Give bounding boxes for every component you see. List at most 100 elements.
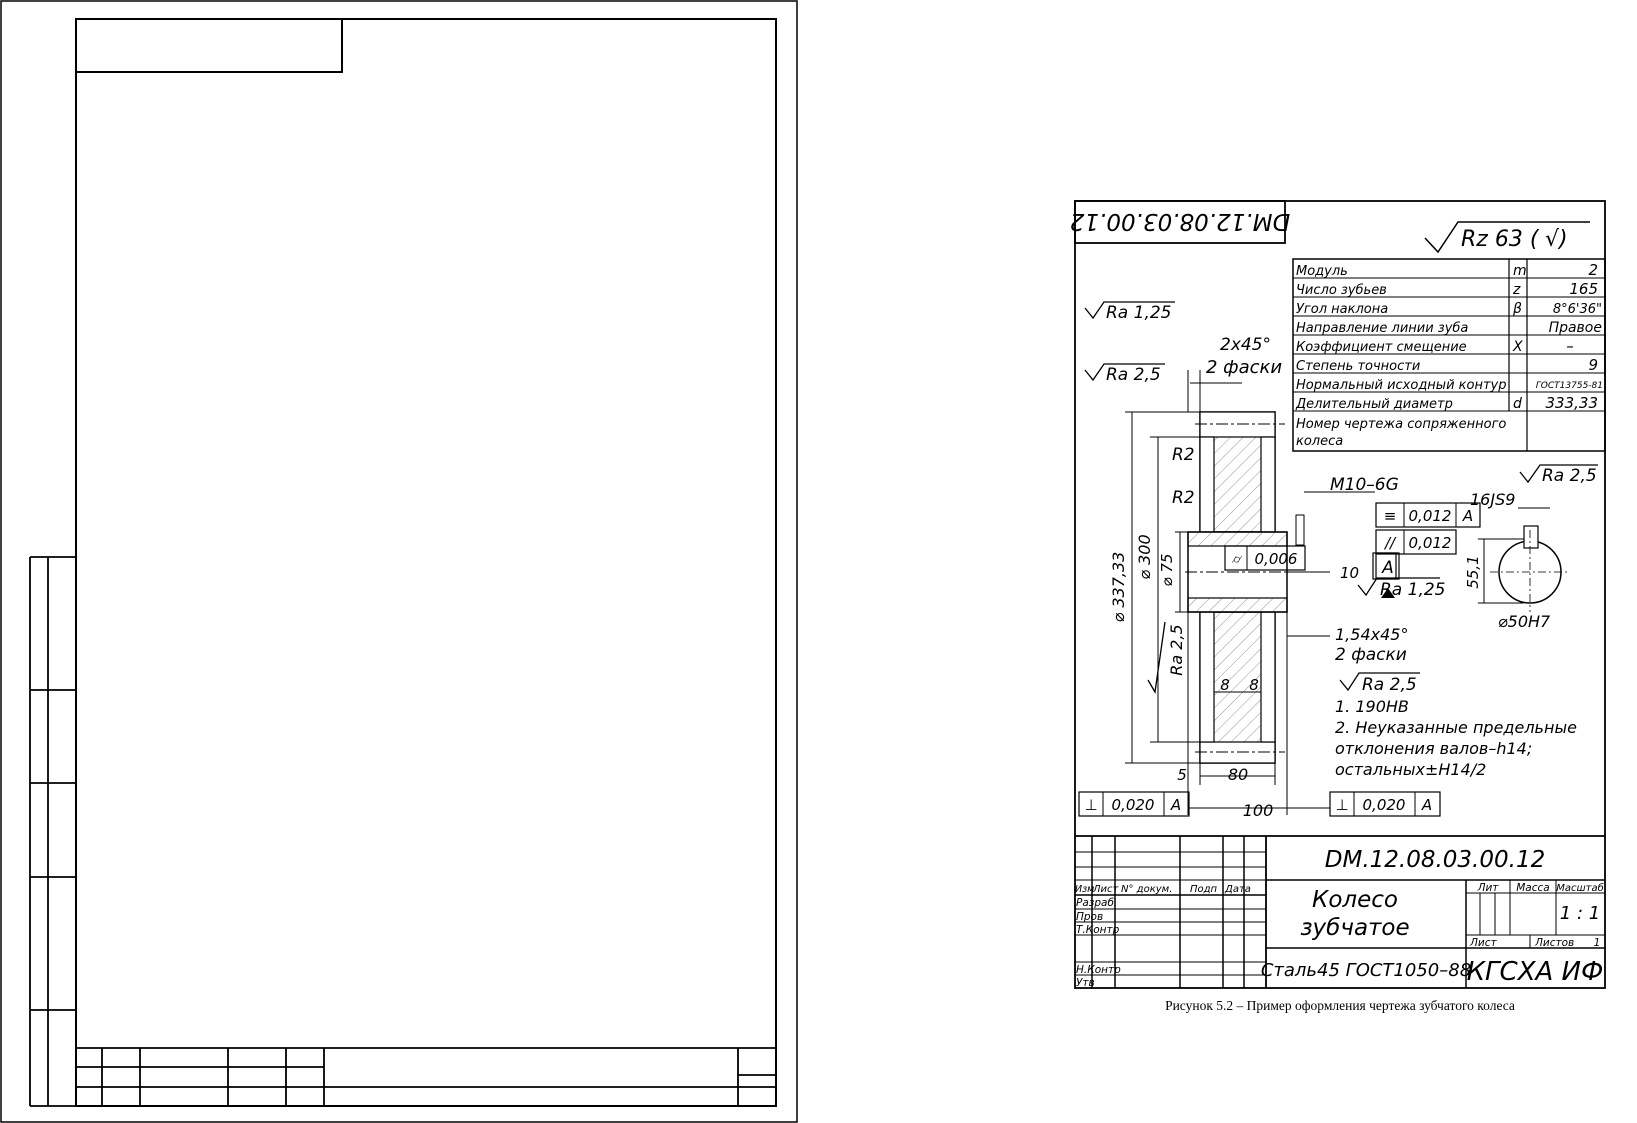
svg-text:z: z (1512, 282, 1521, 298)
svg-text:Степень точности: Степень точности (1296, 359, 1420, 374)
svg-text:333,33: 333,33 (1546, 394, 1599, 412)
svg-text:Коэффициент смещение: Коэффициент смещение (1296, 340, 1467, 355)
svg-text:β: β (1512, 301, 1522, 317)
perp-left-value: 0,020 (1112, 796, 1155, 814)
perp-left-datum: A (1170, 796, 1181, 814)
svg-text:Правое: Правое (1549, 320, 1602, 336)
dim-diameter-300: ⌀ 300 (1135, 534, 1154, 579)
ra-125-mid: Ra 1,25 (1380, 580, 1446, 600)
title-block: Изм Лист N° докум. Подп Дата Разраб Пров… (1075, 835, 1605, 989)
keyway-tolerance: 16JS9 (1470, 490, 1515, 509)
ra-125-top: Ra 1,25 (1106, 303, 1172, 323)
svg-text:Модуль: Модуль (1296, 264, 1348, 279)
stamp-scale-label: Масштаб (1556, 882, 1604, 894)
dim-8-a: 8 (1220, 676, 1230, 694)
gear-section (1185, 411, 1305, 764)
svg-text:Угол наклона: Угол наклона (1296, 302, 1388, 317)
chamfer-2: 1,54x45° (1335, 625, 1408, 644)
svg-text:2: 2 (1588, 261, 1598, 279)
note-4: остальных±H14/2 (1335, 760, 1486, 779)
general-roughness-text: Rz 63 ( (1461, 227, 1540, 252)
stamp-mass: Масса (1516, 882, 1549, 894)
stamp-title-2: зубчатое (1300, 915, 1409, 941)
stamp-title-1: Колесо (1312, 887, 1398, 913)
runout-value: 0,006 (1255, 550, 1298, 568)
ra-25-key: Ra 2,5 (1542, 466, 1597, 486)
stamp-sheets: Листов (1534, 937, 1574, 949)
param-row: Нормальный исходный контур ГОСТ13755-81 (1296, 378, 1603, 393)
svg-text:9: 9 (1588, 356, 1598, 374)
row-prov: Пров (1076, 911, 1103, 923)
stamp-lit: Лит (1477, 882, 1500, 894)
svg-text:Направление линии зуба: Направление линии зуба (1296, 321, 1468, 336)
perp-right-value: 0,020 (1363, 796, 1406, 814)
radius-r2-a: R2 (1172, 445, 1195, 465)
svg-text:⌭: ⌭ (1232, 552, 1243, 566)
dim-10: 10 (1340, 564, 1359, 582)
param-row: Степень точности 9 (1296, 356, 1598, 374)
dim-outer-diameter: ⌀ 337,33 (1109, 552, 1128, 623)
drawing-frame (1074, 200, 1606, 989)
param-row: Модуль m 2 (1296, 261, 1598, 279)
general-roughness: Rz 63 ( √) (1424, 221, 1590, 254)
gear-drawing: DM.12.08.03.00.12 Rz 63 ( √) Модуль m 2 (1070, 200, 1606, 1013)
tol1-datum: A (1462, 507, 1473, 525)
stamp-sheets-count: 1 (1594, 937, 1601, 949)
svg-text:165: 165 (1569, 280, 1598, 298)
ra-25-mid: Ra 2,5 (1362, 675, 1417, 695)
svg-text:Делительный диаметр: Делительный диаметр (1295, 397, 1453, 412)
tolerance-frame-2: // 0,012 (1375, 529, 1457, 555)
left-inner-frame (75, 18, 777, 1107)
general-roughness-check: √) (1545, 227, 1568, 252)
left-sheet-border (0, 0, 798, 1123)
tol1-value: 0,012 (1409, 507, 1452, 525)
dim-8-b: 8 (1249, 676, 1259, 694)
note-1: 1. 190HB (1335, 697, 1409, 716)
param-row: Направление линии зуба Правое (1296, 320, 1602, 336)
keyway-view: 16JS9 Ra 2,5 55,1 ⌀50H7 (1464, 464, 1598, 631)
svg-text:X: X (1512, 339, 1523, 355)
perp-frame-right: ⊥ 0,020 A (1329, 791, 1441, 817)
perp-right-datum: A (1421, 796, 1432, 814)
tol2-value: 0,012 (1409, 534, 1452, 552)
dim-100: 100 (1243, 801, 1274, 820)
ra-25-left: Ra 2,5 (1167, 624, 1186, 675)
stamp-org: КГСХА ИФ (1467, 957, 1604, 987)
svg-text:ГОСТ13755-81: ГОСТ13755-81 (1536, 381, 1603, 391)
chamfer-2-note: 2 фаски (1335, 645, 1407, 665)
thread-m10: M10–6G (1330, 475, 1399, 495)
col-doc: N° докум. (1121, 884, 1172, 895)
mating-label-2: колеса (1296, 434, 1343, 449)
gear-parameter-table: Модуль m 2 Число зубьев z 165 Угол накло… (1292, 258, 1606, 452)
dimension-lines (1125, 370, 1375, 815)
row-tkontr: Т.Контр (1076, 924, 1120, 936)
param-row: Коэффициент смещение X – (1296, 337, 1574, 355)
rotated-code-box: DM.12.08.03.00.12 (1070, 200, 1290, 244)
chamfer-1: 2x45° (1220, 335, 1271, 355)
note-2: 2. Неуказанные предельные (1335, 718, 1577, 737)
svg-text://: // (1383, 534, 1397, 552)
svg-text:d: d (1513, 396, 1522, 412)
radius-r2-b: R2 (1172, 488, 1195, 508)
ra-25-top: Ra 2,5 (1106, 365, 1161, 385)
row-utv: Утв (1076, 977, 1095, 989)
stamp-scale: 1 : 1 (1560, 903, 1600, 924)
svg-text:Число зубьев: Число зубьев (1296, 283, 1387, 298)
stamp-code: DM.12.08.03.00.12 (1325, 847, 1545, 873)
tolerance-frame-1: ≡ 0,012 A (1375, 502, 1481, 528)
figure-caption: Рисунок 5.2 – Пример оформления чертежа … (1165, 998, 1515, 1013)
perp-frame-left: ⊥ 0,020 A (1078, 791, 1190, 817)
col-sign: Подп (1190, 884, 1218, 895)
left-side-strip (29, 556, 76, 1107)
dim-80: 80 (1228, 765, 1248, 784)
stamp-material: Сталь45 ГОСТ1050–88 (1261, 960, 1471, 981)
rotated-drawing-code: DM.12.08.03.00.12 (1070, 208, 1290, 234)
left-title-block (76, 1047, 776, 1106)
dim-diameter-75: ⌀ 75 (1158, 554, 1176, 587)
param-row: Угол наклона β 8°6'36" (1296, 301, 1602, 317)
param-row: Делительный диаметр d 333,33 (1295, 394, 1598, 412)
svg-text:⊥: ⊥ (1335, 796, 1348, 814)
dim-55-1: 55,1 (1464, 555, 1482, 588)
row-nkontr: Н.Контр (1076, 964, 1121, 976)
col-izm: Изм (1075, 884, 1094, 895)
